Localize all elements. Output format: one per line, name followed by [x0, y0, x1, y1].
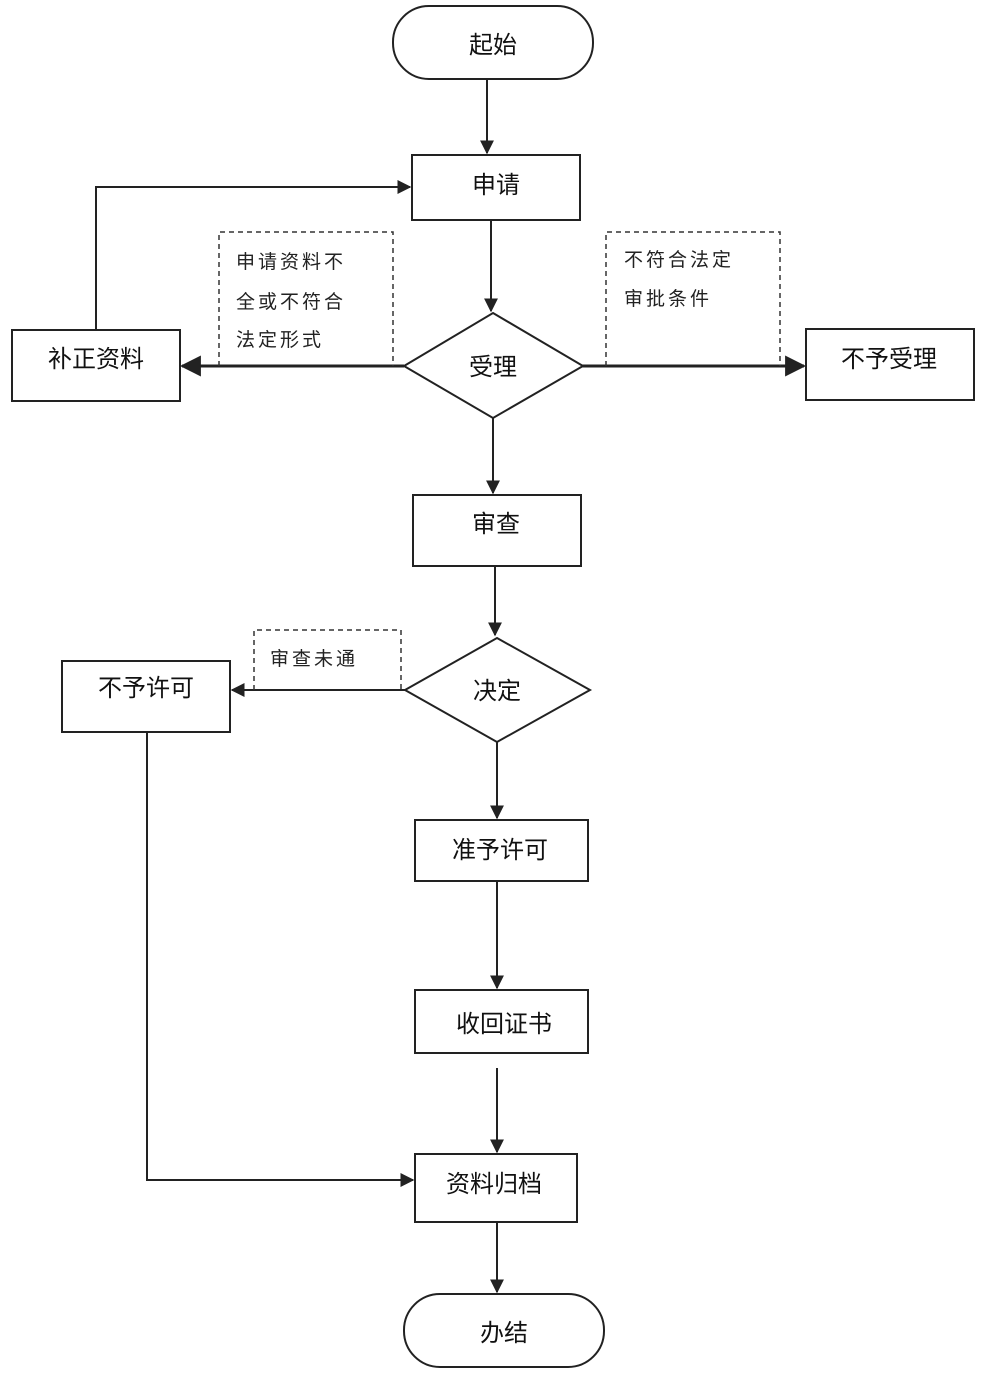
- apply-node: [411, 154, 581, 221]
- start-label: 起始: [469, 31, 517, 59]
- decide-label: 决定: [473, 677, 521, 705]
- edge-supplement-apply: [95, 180, 412, 330]
- note-incomplete-line-1: 申请资料不: [236, 251, 346, 273]
- note-box-not-meet: [605, 231, 781, 366]
- archive-node: [414, 1153, 578, 1223]
- accept-label: 受理: [469, 353, 517, 381]
- note-box-review-fail: [253, 629, 402, 690]
- end-node: [403, 1293, 605, 1368]
- recall-label: 收回证书: [456, 1010, 552, 1038]
- reject-accept-node: [805, 328, 975, 401]
- deny-label: 不予许可: [98, 674, 194, 702]
- note-review-fail: 审查未通: [270, 648, 358, 670]
- deny-node: [61, 660, 231, 733]
- grant-label: 准予许可: [452, 836, 548, 864]
- note-incomplete-line-2: 全或不符合: [236, 291, 346, 313]
- note-box-incomplete: [218, 231, 394, 366]
- apply-label: 申请: [472, 171, 520, 199]
- review-label: 审查: [472, 510, 520, 538]
- end-label: 办结: [480, 1319, 528, 1347]
- accept-node: [402, 311, 585, 420]
- decide-node: [402, 636, 593, 744]
- supplement-label: 补正资料: [48, 345, 144, 373]
- reject-accept-label: 不予受理: [841, 345, 937, 373]
- review-node: [412, 494, 582, 567]
- edge-deny-archive: [146, 732, 415, 1187]
- start-node: [392, 5, 594, 80]
- note-not-meet-line-1: 不符合法定: [624, 249, 734, 271]
- note-not-meet-line-2: 审批条件: [624, 288, 712, 310]
- note-incomplete-line-3: 法定形式: [236, 329, 324, 351]
- recall-node: [414, 989, 589, 1054]
- supplement-node: [11, 329, 181, 402]
- archive-label: 资料归档: [446, 1170, 542, 1198]
- grant-node: [414, 819, 589, 882]
